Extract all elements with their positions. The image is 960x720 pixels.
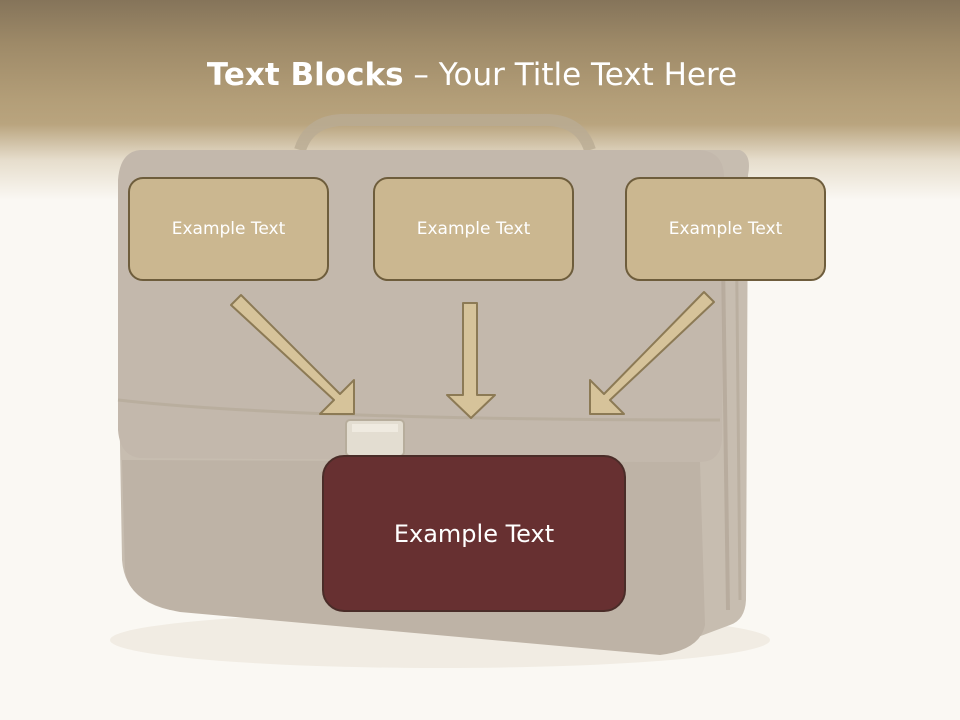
text-block-3-label: Example Text [668, 219, 783, 239]
arrow-center-icon [446, 302, 496, 419]
text-block-1-label: Example Text [171, 219, 286, 239]
page-title: Text Blocks – Your Title Text Here [0, 52, 944, 98]
title-rest: Your Title Text Here [438, 57, 738, 93]
main-text-block-label: Example Text [393, 519, 555, 548]
arrow-left-icon [230, 294, 355, 415]
text-block-2-label: Example Text [416, 219, 531, 239]
main-text-block[interactable]: Example Text [322, 455, 626, 612]
title-dash: – [403, 57, 439, 93]
text-block-3[interactable]: Example Text [625, 177, 826, 281]
arrow-right-icon [589, 291, 715, 415]
text-block-1[interactable]: Example Text [128, 177, 329, 281]
title-bold: Text Blocks [206, 57, 404, 93]
text-block-2[interactable]: Example Text [373, 177, 574, 281]
